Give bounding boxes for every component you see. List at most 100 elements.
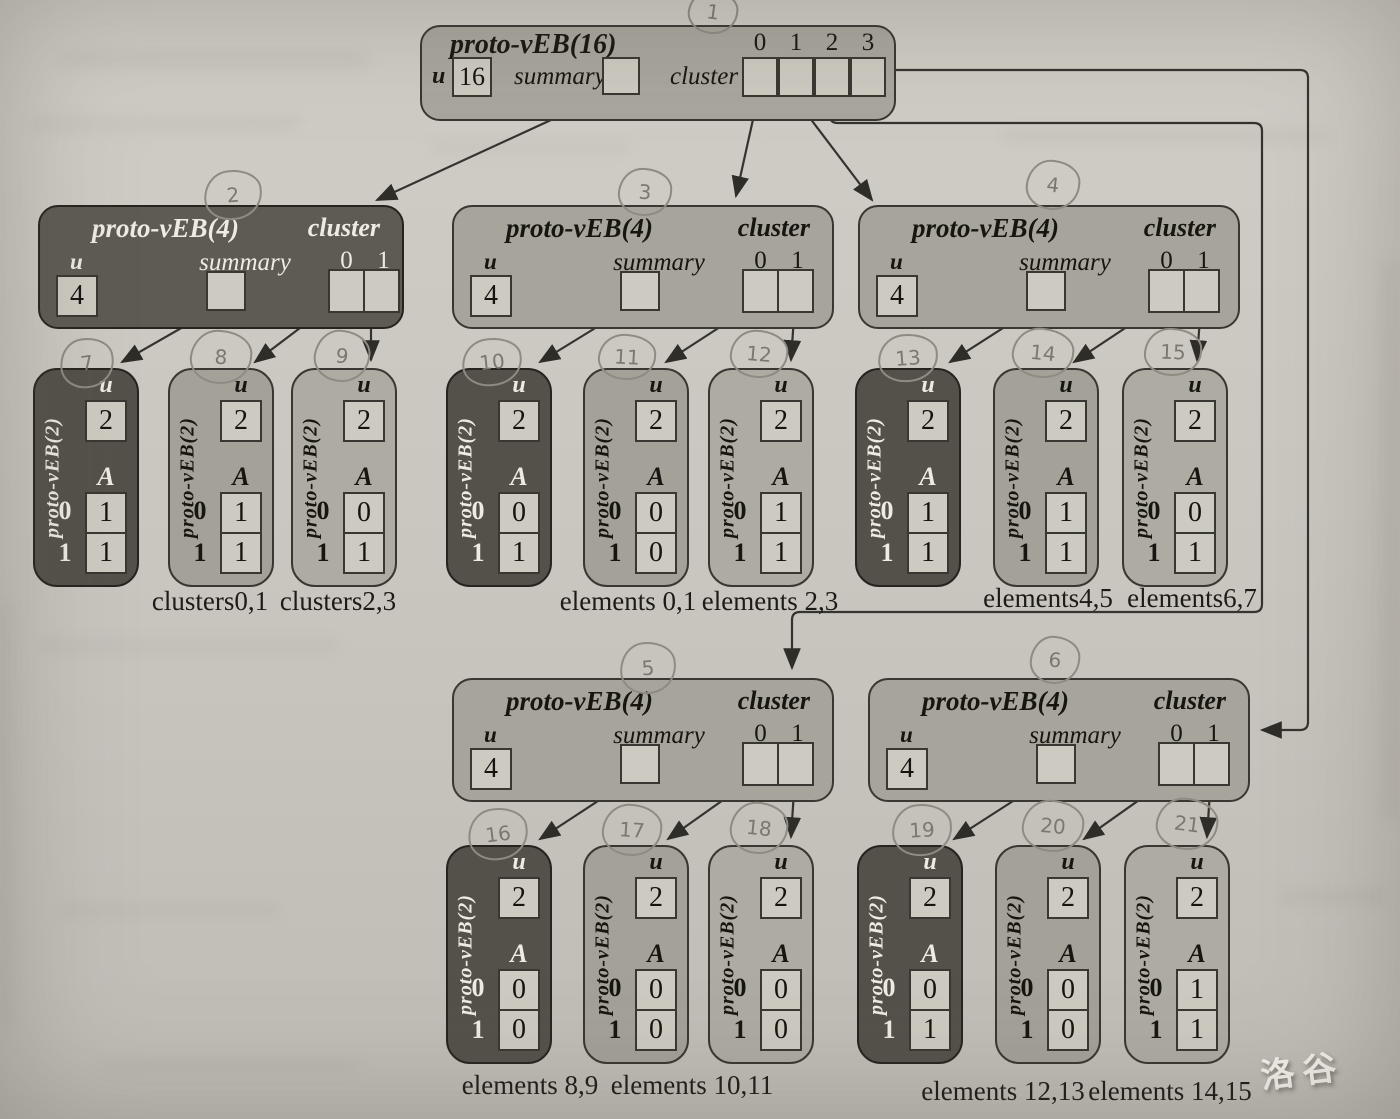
veb4-title: proto-vEB(4) — [922, 686, 1069, 716]
cluster-index-0: 0 — [753, 29, 767, 56]
a-label: A — [1057, 462, 1075, 491]
u-value-cell: 4 — [470, 748, 512, 790]
cluster-label: cluster — [307, 213, 380, 242]
u-label: u — [1059, 372, 1073, 398]
caption-elements-12-13: elements 12,13 — [921, 1076, 1085, 1106]
a-label: A — [1186, 462, 1204, 491]
u-value-cell: 4 — [876, 275, 918, 317]
veb2-node-9: proto-vEB(2) u 2 A 0 0 1 1 — [291, 368, 397, 587]
veb4-title: proto-vEB(4) — [912, 213, 1059, 243]
a-label: A — [1188, 939, 1206, 968]
bleed-smudge — [0, 600, 12, 1030]
veb2-node-18: proto-vEB(2) u 2 A 0 0 1 0 — [708, 845, 814, 1064]
a-index-0: 0 — [880, 496, 894, 525]
a-index-0: 0 — [471, 973, 485, 1002]
luogu-watermark: 洛谷 — [1258, 1047, 1347, 1097]
a-index-1: 1 — [733, 538, 747, 567]
cluster-index-0: 0 — [1170, 720, 1183, 747]
u-value-cell: 2 — [907, 400, 949, 442]
veb4-node-3: proto-vEB(4) cluster u summary 0 1 4 — [452, 205, 834, 329]
u-label: u — [1061, 849, 1075, 875]
a-index-1: 1 — [608, 538, 622, 567]
cluster-pointer-cell-0 — [742, 269, 779, 313]
cluster-pointer-cell-1 — [1183, 269, 1220, 313]
u-value-cell: 4 — [886, 748, 928, 790]
cluster-pointer-cell-1 — [363, 269, 400, 313]
a-index-0: 0 — [1020, 973, 1034, 1002]
a-index-0: 0 — [1149, 973, 1163, 1002]
bleed-smudge — [60, 52, 370, 66]
cluster-index-1: 1 — [791, 720, 804, 747]
u-value-cell: 2 — [635, 877, 677, 919]
cluster-pointer-cell-3 — [850, 57, 886, 97]
cluster-index-1: 1 — [1207, 720, 1220, 747]
bleed-smudge — [1382, 260, 1398, 820]
u-label: u — [99, 372, 113, 398]
caption-elements-4-5: elements4,5 — [983, 583, 1113, 613]
a-value-1: 1 — [909, 1009, 951, 1051]
a-value-0: 1 — [907, 492, 949, 534]
a-index-0: 0 — [733, 496, 747, 525]
veb4-node-6: proto-vEB(4) cluster u summary 0 1 4 — [868, 678, 1250, 802]
cluster-pointer-cell-0 — [1148, 269, 1185, 313]
veb4-title: proto-vEB(4) — [92, 213, 239, 243]
u-value-cell: 2 — [1047, 877, 1089, 919]
a-index-1: 1 — [882, 1015, 896, 1044]
a-label: A — [510, 939, 528, 968]
a-value-1: 1 — [760, 532, 802, 574]
u-value-cell: 2 — [1176, 877, 1218, 919]
caption-elements-0-1: elements 0,1 — [559, 586, 697, 616]
a-value-0: 0 — [1174, 492, 1216, 534]
a-index-1: 1 — [471, 538, 485, 567]
u-label: u — [70, 249, 83, 274]
u-value-cell: 2 — [760, 877, 802, 919]
u-label: u — [774, 372, 788, 398]
a-label: A — [1059, 939, 1077, 968]
cluster-index-3: 3 — [861, 29, 875, 56]
u-value-cell: 2 — [1045, 400, 1087, 442]
summary-pointer-cell — [1036, 744, 1076, 784]
u-label: u — [512, 849, 526, 875]
cluster-label: cluster — [737, 686, 810, 715]
veb4-node-5: proto-vEB(4) cluster u summary 0 1 4 — [452, 678, 834, 802]
a-index-0: 0 — [882, 973, 896, 1002]
a-value-0: 1 — [85, 492, 127, 534]
caption-elements-10-11: elements 10,11 — [610, 1070, 774, 1100]
u-value-cell: 4 — [470, 275, 512, 317]
cluster-label: cluster — [1153, 686, 1226, 715]
a-value-1: 0 — [760, 1009, 802, 1051]
cluster-index-0: 0 — [754, 247, 767, 274]
veb4-title: proto-vEB(4) — [506, 686, 653, 716]
u-label: u — [774, 849, 788, 875]
cluster-pointer-cell-0 — [742, 742, 779, 786]
bleed-smudge — [40, 640, 340, 652]
u-label: u — [649, 372, 663, 398]
cluster-pointer-cell-2 — [814, 57, 850, 97]
u-value-cell: 2 — [343, 400, 385, 442]
veb2-node-15: proto-vEB(2) u 2 A 0 0 1 1 — [1122, 368, 1228, 587]
summary-pointer-cell — [620, 744, 660, 784]
a-value-0: 0 — [498, 969, 540, 1011]
bleed-smudge — [30, 118, 300, 130]
a-value-0: 1 — [1176, 969, 1218, 1011]
caption-elements-2-3: elements 2,3 — [701, 586, 839, 616]
cluster-pointer-cell-1 — [1193, 742, 1230, 786]
cluster-label: cluster — [670, 63, 739, 90]
u-value-cell: 2 — [1174, 400, 1216, 442]
a-index-1: 1 — [471, 1015, 485, 1044]
u-label: u — [484, 249, 497, 274]
veb2-node-14: proto-vEB(2) u 2 A 0 1 1 1 — [993, 368, 1099, 587]
a-value-0: 0 — [909, 969, 951, 1011]
a-index-0: 0 — [608, 496, 622, 525]
cluster-index-0: 0 — [1160, 247, 1173, 274]
a-index-1: 1 — [193, 538, 207, 567]
cluster-index-2: 2 — [825, 29, 839, 56]
a-index-1: 1 — [1149, 1015, 1163, 1044]
veb2-node-21: proto-vEB(2) u 2 A 0 1 1 1 — [1124, 845, 1230, 1064]
veb2-node-7: proto-vEB(2) u 2 A 0 1 1 1 — [33, 368, 139, 587]
bleed-smudge — [60, 905, 280, 917]
veb2-node-13: proto-vEB(2) u 2 A 0 1 1 1 — [855, 368, 961, 587]
a-value-0: 0 — [635, 969, 677, 1011]
a-index-0: 0 — [193, 496, 207, 525]
veb4-title: proto-vEB(4) — [506, 213, 653, 243]
